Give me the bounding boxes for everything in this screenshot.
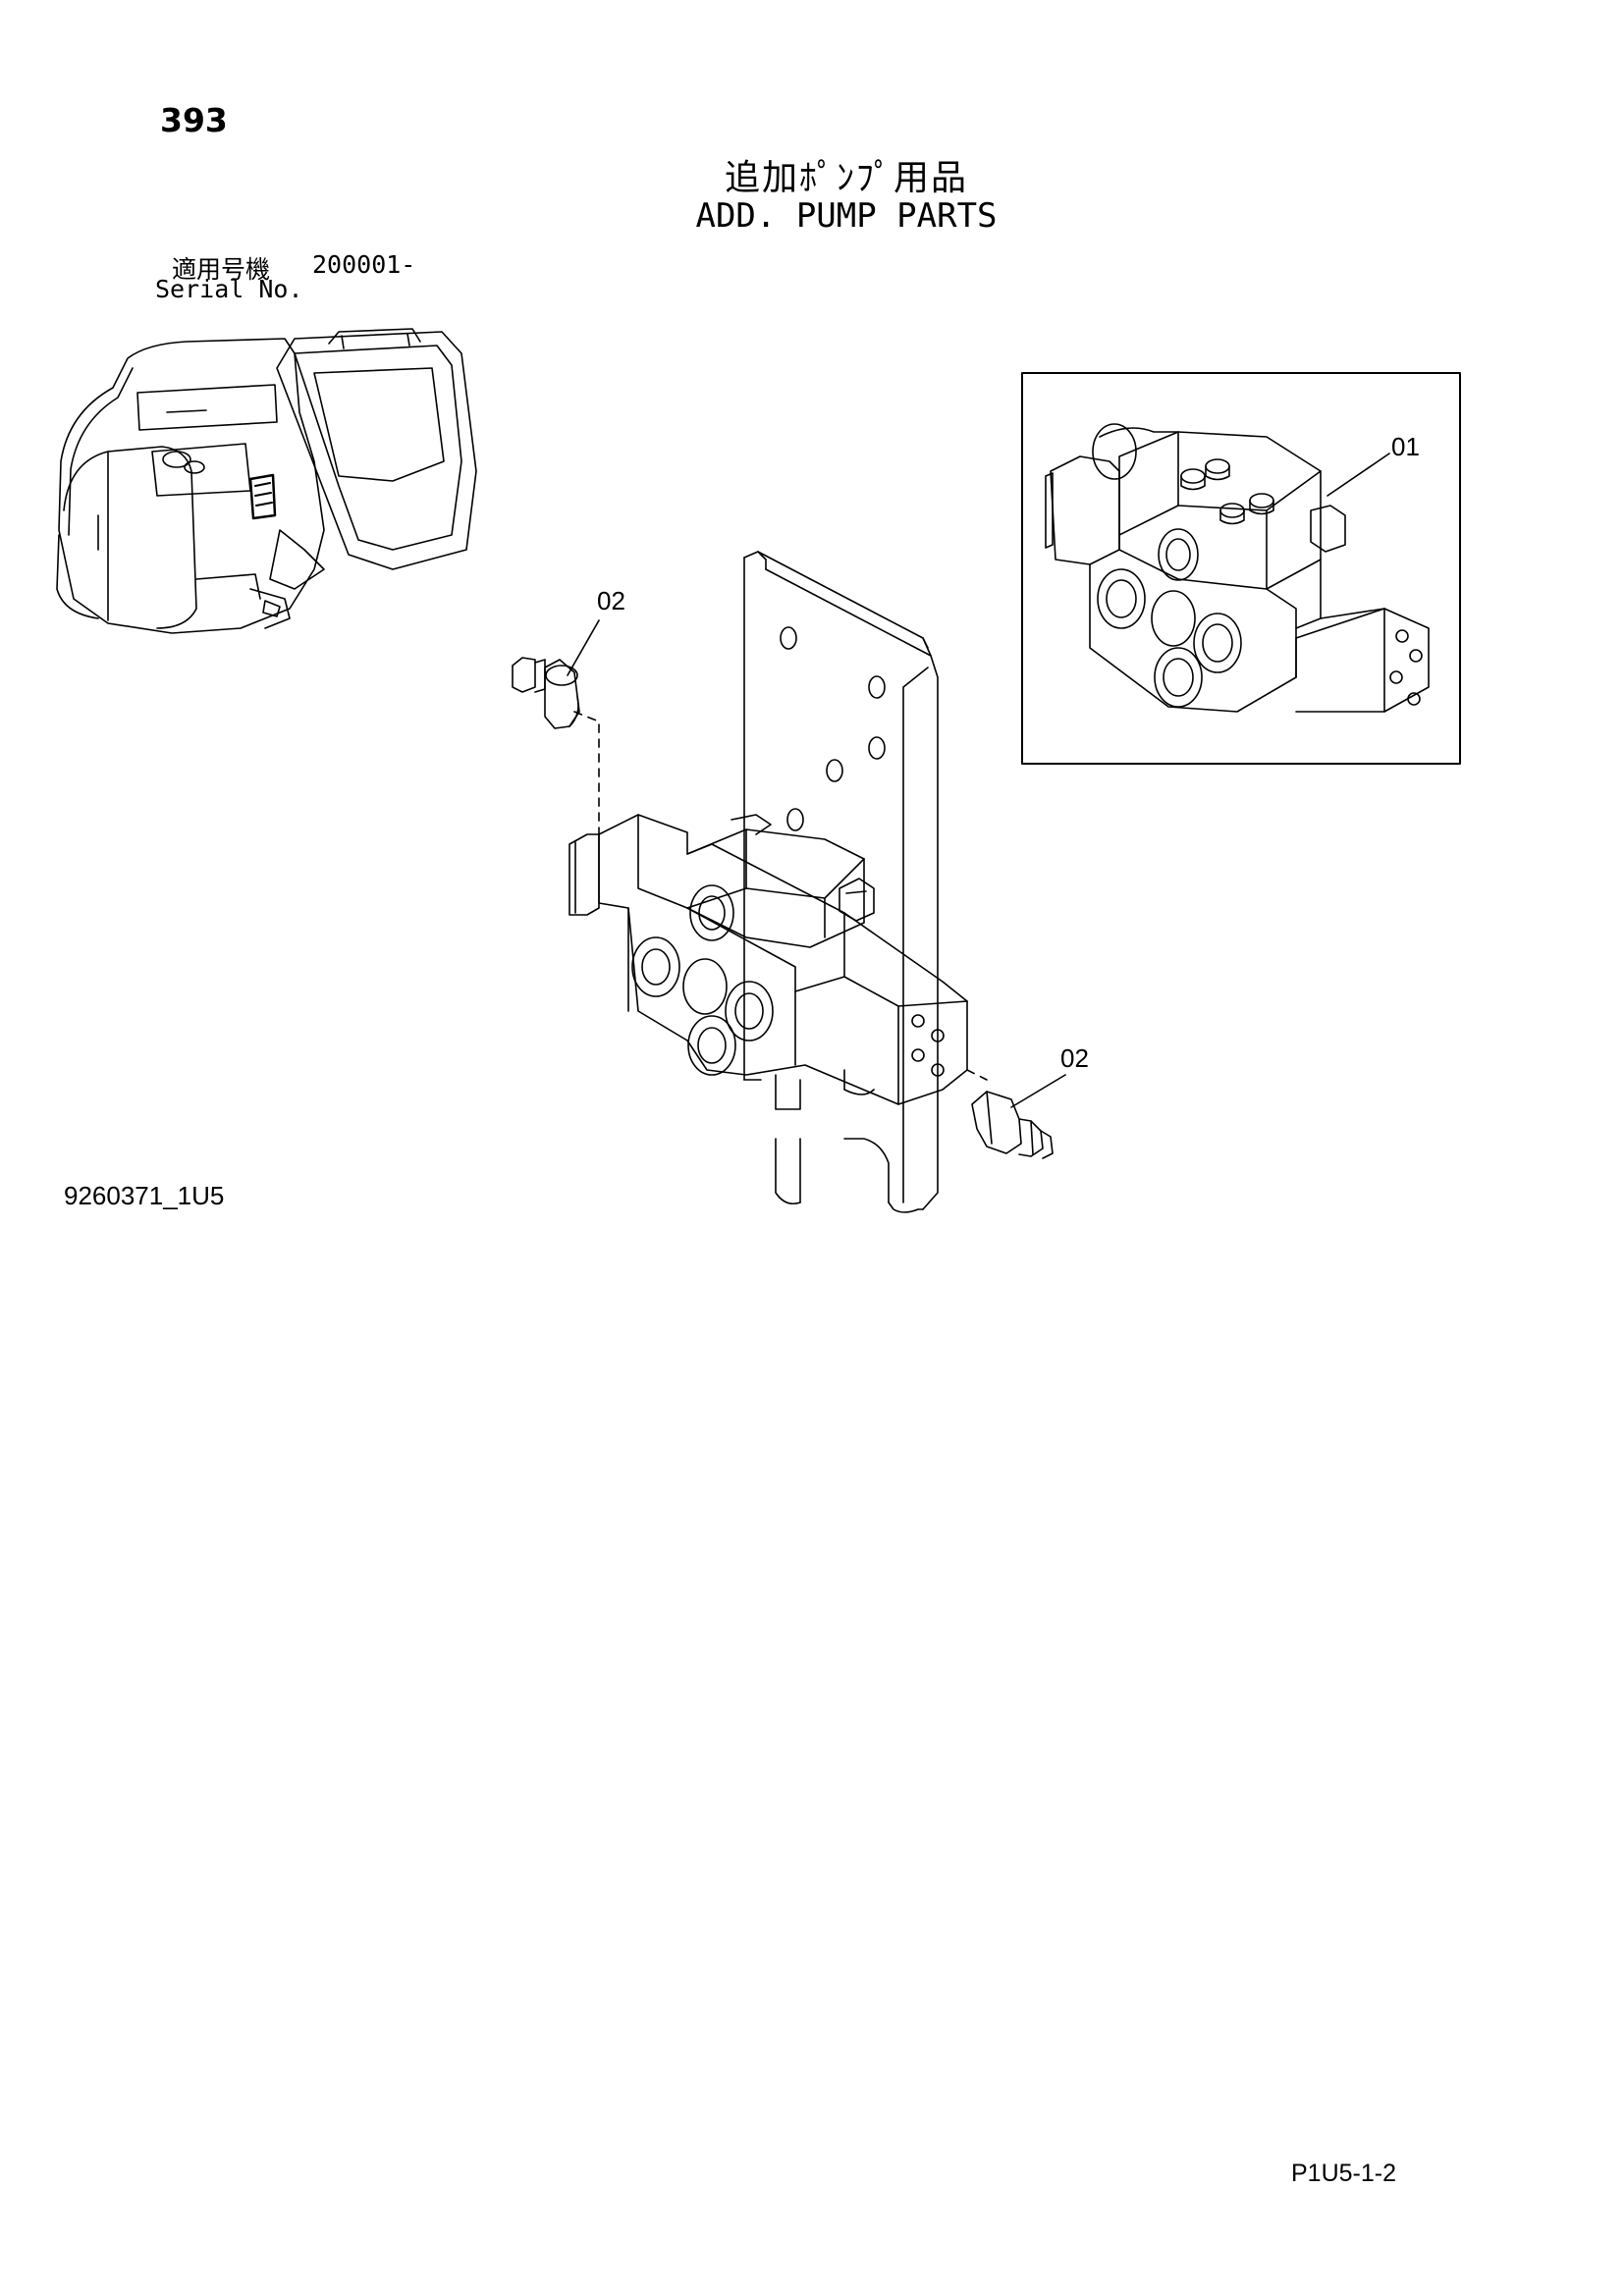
fitting-part-lower	[966, 1069, 1066, 1159]
callout-part-02-upper: 02	[597, 586, 625, 615]
page-number: 393	[160, 101, 228, 139]
serial-label-english: Serial No.	[155, 275, 303, 303]
detail-inset-frame	[1021, 372, 1461, 765]
mounting-bracket-illustration	[743, 551, 939, 1213]
valve-assembly-illustration	[568, 814, 968, 1110]
plug-part-upper	[512, 619, 600, 835]
sheet-reference: P1U5-1-2	[1291, 2160, 1396, 2187]
title-english: ADD. PUMP PARTS	[695, 196, 998, 236]
title-japanese: 追加ﾎﾟﾝﾌﾟ用品	[724, 158, 968, 198]
serial-label-japanese: 適用号機	[172, 255, 271, 284]
callout-part-01: 01	[1391, 432, 1420, 461]
valve-detail-illustration	[1045, 423, 1430, 713]
callout-part-02-lower: 02	[1060, 1043, 1089, 1073]
figure-number: 9260371_1U5	[64, 1181, 225, 1210]
excavator-locator-illustration	[56, 328, 477, 634]
serial-range: 200001-	[312, 250, 416, 279]
